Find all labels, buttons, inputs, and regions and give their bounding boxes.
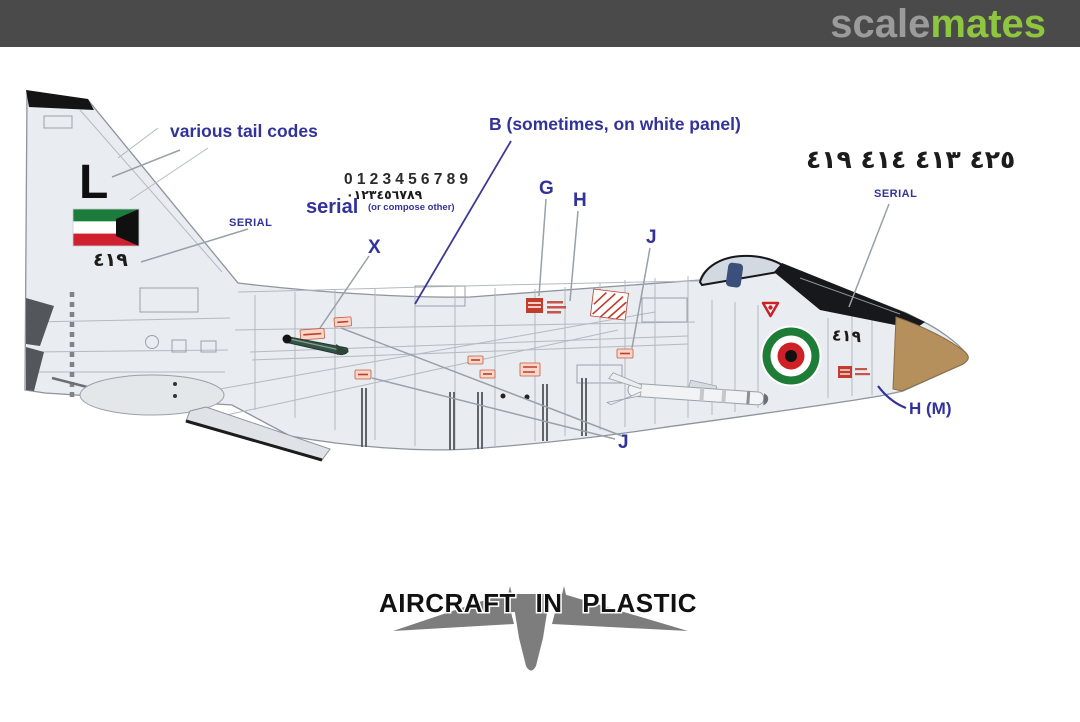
tank-dot bbox=[173, 382, 177, 386]
missile-firestreak bbox=[605, 372, 769, 406]
footer-brand-text: AIRCRAFT IN PLASTIC bbox=[379, 588, 697, 618]
red-stencils bbox=[299, 316, 634, 380]
tail-serial: ٤١٩ bbox=[93, 249, 128, 271]
b-leader-line bbox=[414, 140, 512, 305]
nose-radome bbox=[892, 316, 969, 392]
tail-fin bbox=[26, 90, 223, 273]
footer-brand-logo: AIRCRAFT IN PLASTIC bbox=[377, 586, 698, 671]
cockpit-canopy bbox=[698, 254, 925, 329]
label-b-panel-note: B (sometimes, on white panel) bbox=[489, 114, 741, 134]
tail-code-letter: L bbox=[79, 156, 108, 209]
panel-lines-vertical bbox=[254, 276, 873, 450]
rescue-marking-mid bbox=[526, 288, 629, 321]
aircraft-silhouette bbox=[393, 586, 688, 671]
label-j-lower: J bbox=[618, 432, 629, 453]
hm-leader-line bbox=[877, 385, 907, 410]
missile-red-top bbox=[282, 334, 349, 355]
dropped-flap bbox=[185, 406, 331, 462]
rescue-marking-nose bbox=[838, 366, 870, 378]
kuwait-roundel bbox=[760, 325, 822, 387]
scalemates-logo[interactable]: scalemates bbox=[830, 1, 1046, 47]
label-j-upper: J bbox=[646, 227, 657, 248]
label-h-m: H (M) bbox=[909, 399, 951, 418]
label-serial-caps-left: SERIAL bbox=[229, 217, 272, 229]
ventral-tank bbox=[79, 374, 225, 416]
label-digits-arabic: ٠١٢٣٤٥٦٧٨٩ bbox=[346, 187, 423, 202]
fuselage-serial: ٤١٩ bbox=[831, 325, 862, 346]
leader-lines bbox=[111, 140, 907, 440]
aircraft-profile: L ٤١٩ ٤١٩ bbox=[24, 90, 969, 462]
label-various-tail-codes: various tail codes bbox=[170, 121, 318, 141]
label-serial-qualifier: (or compose other) bbox=[368, 202, 455, 213]
kuwait-flag bbox=[72, 208, 140, 247]
ejection-warning-triangle bbox=[761, 301, 780, 318]
annotation-labels: various tail codes B (sometimes, on whit… bbox=[170, 114, 1015, 453]
label-h: H bbox=[573, 190, 587, 211]
scalemates-logo-mates: mates bbox=[930, 2, 1046, 46]
jet-exhaust-nozzles bbox=[26, 298, 54, 391]
scalemates-logo-scale: scale bbox=[830, 2, 931, 46]
label-serial-word: serial bbox=[306, 196, 358, 218]
site-header-bar: scalemates bbox=[0, 0, 1080, 47]
serial-options-row: ٤٢٥ ٤١٣ ٤١٤ ٤١٩ bbox=[806, 145, 1015, 174]
pilot-headrest bbox=[725, 262, 744, 288]
label-x: X bbox=[368, 237, 381, 258]
label-digits-latin: 0123456789 bbox=[344, 171, 472, 188]
fin-black-tip bbox=[26, 90, 94, 110]
label-g: G bbox=[539, 178, 554, 199]
panel-lines-rear bbox=[30, 287, 231, 397]
tank-dot bbox=[173, 394, 177, 398]
label-serial-caps-right: SERIAL bbox=[874, 188, 917, 200]
